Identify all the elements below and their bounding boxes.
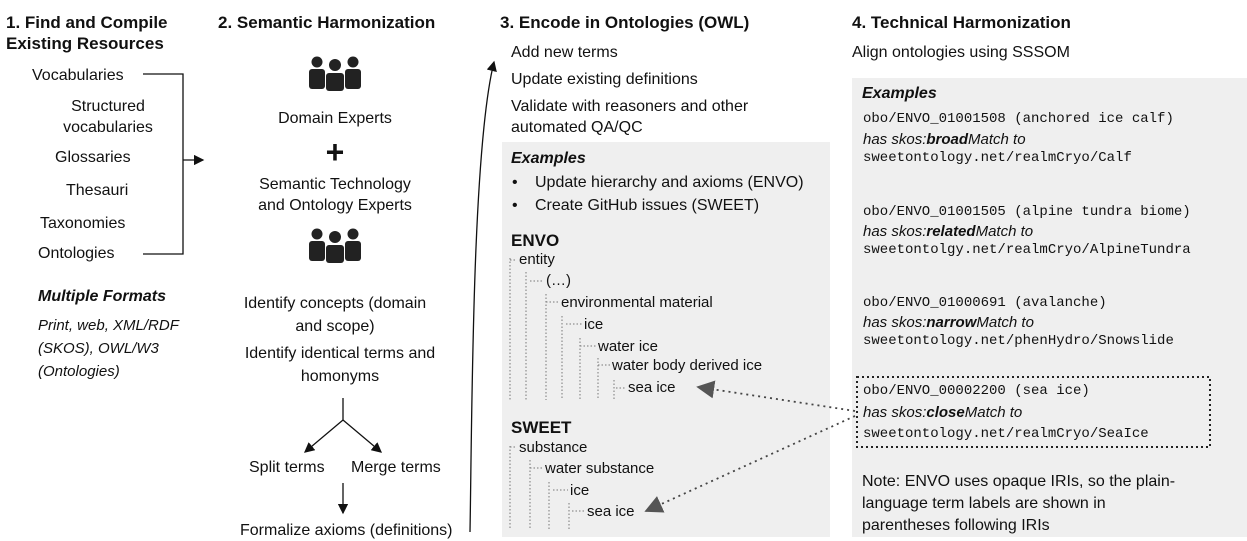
envo-tree-connectors [509, 258, 626, 400]
sweet-node-ice: ice [570, 482, 590, 499]
split-merge-arrows [304, 398, 382, 515]
note-line2: language term labels are shown in [862, 495, 1106, 512]
resource-structured-2: vocabularies [63, 119, 153, 136]
resource-structured-1: Structured [71, 98, 145, 115]
resource-glossaries: Glossaries [55, 149, 131, 166]
step-validate-line1: Validate with reasoners and other [511, 98, 749, 115]
col1-heading-line2: Existing Resources [6, 34, 164, 53]
resource-taxonomies: Taxonomies [40, 215, 126, 232]
plus-sign: + [325, 134, 345, 170]
identify-terms-line1: Identify identical terms and [244, 345, 436, 362]
mapping-2-predicate: has skos:relatedMatch to [863, 223, 1034, 240]
sweet-node-substance: substance [519, 439, 588, 456]
col4-examples-title: Examples [862, 85, 937, 102]
col2-heading: 2. Semantic Harmonization [218, 13, 436, 32]
domain-experts: Domain Experts [278, 110, 392, 127]
col3-heading: 3. Encode in Ontologies (OWL) [500, 13, 750, 32]
tech-experts-line2: and Ontology Experts [258, 197, 412, 214]
step-validate-line2: automated QA/QC [511, 119, 643, 136]
mapping-4-target: sweetontology.net/realmCryo/SeaIce [863, 426, 1149, 442]
sweet-sea-ice-pointer [644, 415, 856, 513]
envo-node-water-ice: water ice [598, 338, 659, 355]
mapping-3-predicate: has skos:narrowMatch to [863, 314, 1034, 331]
curved-flow-arrow [469, 60, 497, 533]
people-group-icon [309, 56, 361, 91]
mapping-3-iri: obo/ENVO_01000691 (avalanche) [863, 295, 1107, 311]
encode-examples-panel [502, 142, 830, 537]
identify-concepts-line1: Identify concepts (domain [243, 295, 427, 312]
resources-bracket [143, 73, 205, 255]
formalize-axioms: Formalize axioms (definitions) [240, 522, 453, 539]
merge-terms: Merge terms [351, 459, 441, 476]
sweet-node-sea-ice: sea ice [587, 503, 635, 520]
formats-line3: (Ontologies) [38, 363, 120, 380]
col1-heading-line1: 1. Find and Compile [6, 13, 168, 32]
bullet-dot: • [512, 174, 518, 191]
sweet-title: SWEET [511, 418, 572, 437]
identify-terms-line2: homonyms [300, 368, 380, 385]
tech-experts-line1: Semantic Technology [259, 176, 411, 193]
envo-node-ice: ice [584, 316, 604, 333]
split-terms: Split terms [249, 459, 325, 476]
mapping-1-predicate: has skos:broadMatch to [863, 131, 1026, 148]
sweet-node-water-substance: water substance [545, 460, 655, 477]
mapping-4-iri: obo/ENVO_00002200 (sea ice) [863, 383, 1090, 399]
step-add-terms: Add new terms [511, 44, 618, 61]
formats-line1: Print, web, XML/RDF [38, 317, 179, 334]
people-group-icon [309, 228, 361, 263]
envo-node-sea-ice: sea ice [628, 379, 676, 396]
mapping-1-iri: obo/ENVO_01001508 (anchored ice calf) [863, 111, 1174, 127]
resource-thesauri: Thesauri [66, 182, 129, 199]
mapping-4-predicate: has skos:closeMatch to [863, 404, 1023, 421]
envo-title: ENVO [511, 231, 560, 250]
mapping-1-target: sweetontology.net/realmCryo/Calf [863, 150, 1132, 166]
formats-title: Multiple Formats [38, 288, 167, 305]
resource-ontologies: Ontologies [38, 245, 115, 262]
bullet-update-hierarchy: Update hierarchy and axioms (ENVO) [535, 174, 804, 191]
mapping-3-target: sweetontology.net/phenHydro/Snowslide [863, 333, 1174, 349]
envo-node-environmental-material: environmental material [561, 294, 713, 311]
bullet-github-issues: Create GitHub issues (SWEET) [535, 197, 760, 214]
sweet-tree-connectors [509, 446, 585, 530]
formats-line2: (SKOS), OWL/W3 [38, 340, 159, 357]
note-line3: parentheses following IRIs [862, 517, 1050, 534]
col4-subheading: Align ontologies using SSSOM [852, 44, 1070, 61]
note-line1: Note: ENVO uses opaque IRIs, so the plai… [862, 473, 1176, 490]
envo-node-entity: entity [519, 251, 555, 268]
envo-node-water-body-derived-ice: water body derived ice [612, 357, 763, 374]
col4-heading: 4. Technical Harmonization [852, 13, 1071, 32]
mapping-examples-panel [852, 78, 1247, 537]
col3-examples-title: Examples [511, 150, 586, 167]
envo-node-ellipsis: (…) [546, 272, 571, 289]
bullet-dot: • [512, 197, 518, 214]
envo-sea-ice-pointer [696, 380, 856, 412]
identify-concepts-line2: and scope) [295, 318, 375, 335]
close-match-highlight [856, 376, 1211, 448]
step-update-definitions: Update existing definitions [511, 71, 698, 88]
mapping-2-iri: obo/ENVO_01001505 (alpine tundra biome) [863, 204, 1191, 220]
resource-vocabularies: Vocabularies [32, 67, 124, 84]
mapping-2-target: sweetontolgy.net/realmCryo/AlpineTundra [863, 242, 1191, 258]
